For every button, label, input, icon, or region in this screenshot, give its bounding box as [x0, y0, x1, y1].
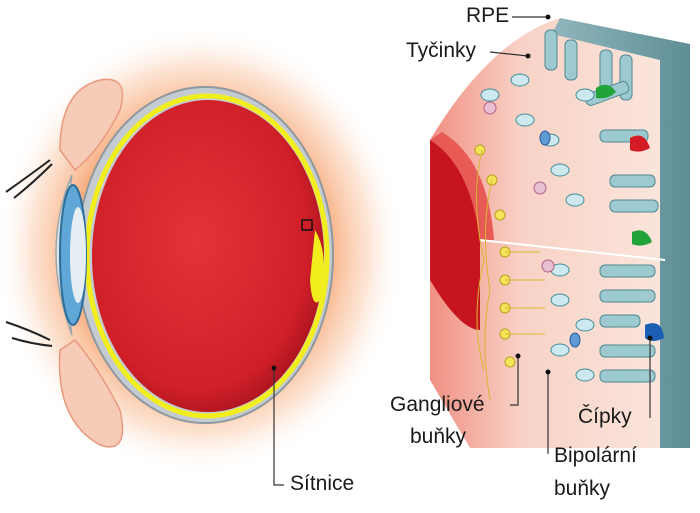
nucleus [510, 73, 530, 87]
rod-cells-lower [599, 264, 656, 383]
nucleus [480, 88, 500, 102]
rod-cell [599, 289, 656, 303]
eyelashes-top [5, 159, 53, 199]
cone-green [596, 84, 616, 99]
retina-cross-section [430, 14, 690, 454]
section-divider [479, 239, 666, 261]
retina-tissue [430, 18, 690, 448]
rod-cell [599, 344, 656, 358]
leader-dots [515, 14, 653, 375]
nucleus [575, 88, 595, 102]
rod-cell [599, 49, 613, 91]
rod-cell [599, 369, 656, 383]
optic-disc [310, 230, 324, 303]
nucleus [565, 193, 585, 207]
cone-green [632, 230, 652, 246]
rod-cell [599, 314, 641, 328]
rod-cell [599, 264, 656, 278]
bipolar-cells [483, 101, 555, 273]
retina-pointer-dot [271, 365, 277, 371]
label-bipolar-line2: buňky [554, 477, 611, 500]
cut-edge [430, 132, 494, 240]
ganglion-cell [474, 144, 486, 156]
label-rpe: RPE [466, 4, 510, 27]
bipolar-cell [483, 101, 497, 115]
nerve-fibers [475, 149, 545, 401]
magnified-area-marker [301, 219, 313, 231]
bipolar-cell [539, 130, 551, 146]
nucleus [550, 163, 570, 177]
nucleus [515, 113, 535, 127]
bipolar-cell [569, 332, 581, 348]
bipolar-cell [533, 181, 547, 195]
label-rods: Tyčinky [406, 39, 477, 62]
lower-eyelid [58, 339, 124, 448]
retina-leader-line [273, 368, 284, 486]
rod-cell [609, 199, 659, 213]
label-ganglion-line2: buňky [410, 425, 467, 448]
retina-layer [84, 93, 330, 419]
rod-cell [609, 174, 656, 188]
vitreous-body [92, 100, 324, 412]
cone-red [630, 135, 650, 152]
label-ganglion-line1: Gangliové [390, 393, 485, 416]
nucleus [550, 343, 570, 357]
nucleus [575, 318, 595, 332]
ganglion-cell [504, 356, 516, 368]
lens [70, 207, 86, 303]
upper-eyelid [59, 78, 124, 172]
eyeball-illustration [0, 25, 405, 486]
blue-bipolar-cells [539, 130, 581, 348]
rpe-layer [552, 18, 690, 448]
label-bipolar-line1: Bipolární [554, 444, 637, 467]
nucleus [550, 293, 570, 307]
label-retina: Sítnice [290, 472, 355, 495]
ganglion-cell [494, 209, 506, 221]
label-cones: Čípky [578, 405, 632, 428]
rod-cell [564, 39, 578, 81]
bipolar-cell [541, 259, 555, 273]
nucleus [575, 368, 595, 382]
leader-lines [489, 16, 651, 454]
rod-cell [544, 29, 558, 71]
eyelashes-bottom [5, 321, 53, 347]
